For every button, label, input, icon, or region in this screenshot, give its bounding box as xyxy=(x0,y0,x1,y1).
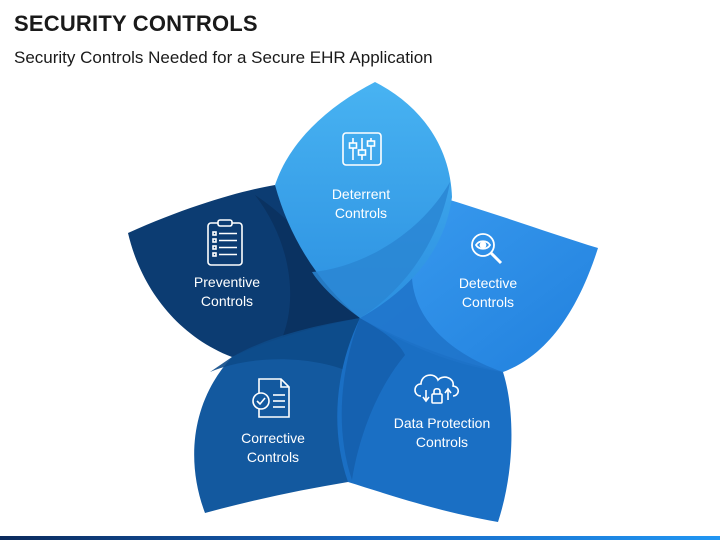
page-subtitle: Security Controls Needed for a Secure EH… xyxy=(14,48,433,67)
label-data-protection-line1: Data Protection xyxy=(394,415,491,431)
magnifier-eye-icon xyxy=(471,233,503,265)
clipboard-checklist-icon xyxy=(207,219,243,266)
cloud-lock-icon xyxy=(414,374,460,404)
petal-detective-shade xyxy=(360,270,503,372)
petal-corrective-shape xyxy=(194,318,360,513)
label-data-protection-line2: Controls xyxy=(416,434,468,450)
label-deterrent-line1: Deterrent xyxy=(332,186,390,202)
petal-corrective xyxy=(194,318,360,513)
bottom-accent-bar xyxy=(0,536,720,540)
petal-data-protection-shade xyxy=(341,318,405,480)
petal-data-protection xyxy=(337,318,512,522)
petal-corrective-shade xyxy=(210,318,360,372)
page-title: SECURITY CONTROLS xyxy=(14,11,258,36)
petal-deterrent-shade xyxy=(312,182,450,318)
label-corrective-line1: Corrective xyxy=(241,430,305,446)
label-preventive-line2: Controls xyxy=(201,293,253,309)
label-detective-line2: Controls xyxy=(462,294,514,310)
label-detective-line1: Detective xyxy=(459,275,518,291)
petal-deterrent xyxy=(275,82,452,318)
label-corrective-line2: Controls xyxy=(247,449,299,465)
document-check-icon xyxy=(252,378,290,418)
petal-preventive-shade xyxy=(255,195,360,343)
label-preventive-line1: Preventive xyxy=(194,274,260,290)
label-deterrent-line2: Controls xyxy=(335,205,387,221)
sliders-icon xyxy=(342,132,382,166)
